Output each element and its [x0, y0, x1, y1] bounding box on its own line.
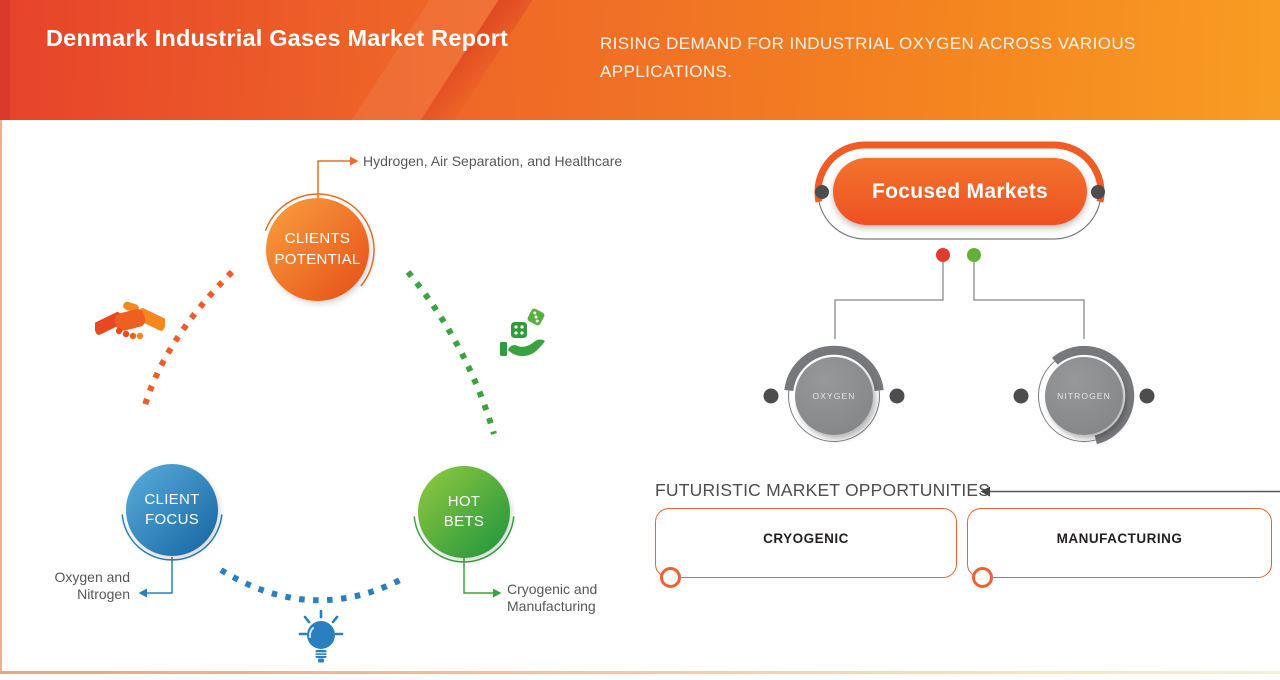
nitrogen-left-dot — [1013, 388, 1029, 404]
stadium-right-dot — [1091, 185, 1105, 199]
stadium-left-dot — [815, 185, 829, 199]
connector-oxygen — [834, 262, 944, 339]
market-node-label: NITROGEN — [1057, 391, 1111, 401]
branch-dot-green — [967, 248, 981, 262]
oxygen-right-dot — [889, 388, 905, 404]
opportunity-box-manufacturing: MANUFACTURING — [967, 508, 1272, 588]
callout-client-focus: Oxygen and Nitrogen — [54, 569, 131, 602]
cycle-node-label: CLIENT FOCUS — [144, 490, 200, 528]
callout-arrow-clients-potential — [317, 156, 359, 198]
callout-hot-bets: Cryogenic and Manufacturing — [507, 581, 598, 614]
callout-arrow-hot-bets — [463, 558, 502, 598]
opportunities-arrow — [980, 486, 1280, 497]
dice-hand-icon — [500, 308, 545, 357]
dotted-arc-green — [405, 270, 497, 435]
header: Denmark Industrial Gases Market Report R… — [0, 0, 1280, 120]
branch-dot-red — [936, 248, 950, 262]
market-node-label: OXYGEN — [812, 391, 856, 401]
callout-arrow-client-focus — [138, 557, 173, 598]
opportunities-heading: FUTURISTIC MARKET OPPORTUNITIES — [655, 480, 991, 500]
opportunity-label: MANUFACTURING — [1056, 530, 1183, 546]
market-node-oxygen: OXYGEN — [795, 357, 873, 435]
cycle-node-label: HOT BETS — [443, 492, 485, 530]
dotted-arc-blue — [219, 567, 402, 604]
page-subtitle: RISING DEMAND FOR INDUSTRIAL OXYGEN ACRO… — [600, 34, 1136, 82]
connector-nitrogen — [973, 262, 1085, 339]
cycle-node-label: CLIENTS POTENTIAL — [274, 230, 361, 268]
cycle-node-client-focus: CLIENT FOCUS — [126, 464, 218, 556]
corner-ring-icon — [660, 567, 681, 588]
left-border — [0, 120, 2, 674]
oxygen-left-dot — [763, 388, 779, 404]
cycle-node-hot-bets: HOT BETS — [418, 466, 510, 558]
callout-clients-potential: Hydrogen, Air Separation, and Healthcare — [363, 153, 623, 169]
handshake-icon — [95, 301, 165, 340]
cycle-node-clients-potential: CLIENTS POTENTIAL — [266, 198, 369, 301]
lightbulb-icon — [298, 609, 344, 663]
corner-ring-icon — [972, 567, 993, 588]
page-title: Denmark Industrial Gases Market Report — [46, 25, 509, 51]
header-left-strip — [0, 0, 10, 120]
focused-markets-pill: Focused Markets — [833, 158, 1087, 225]
focused-markets-title: Focused Markets — [871, 179, 1049, 203]
bottom-border — [0, 671, 1280, 674]
nitrogen-right-dot — [1139, 388, 1155, 404]
opportunity-box-cryogenic: CRYOGENIC — [655, 508, 957, 588]
opportunity-label: CRYOGENIC — [763, 530, 849, 546]
market-node-nitrogen: NITROGEN — [1045, 357, 1123, 435]
